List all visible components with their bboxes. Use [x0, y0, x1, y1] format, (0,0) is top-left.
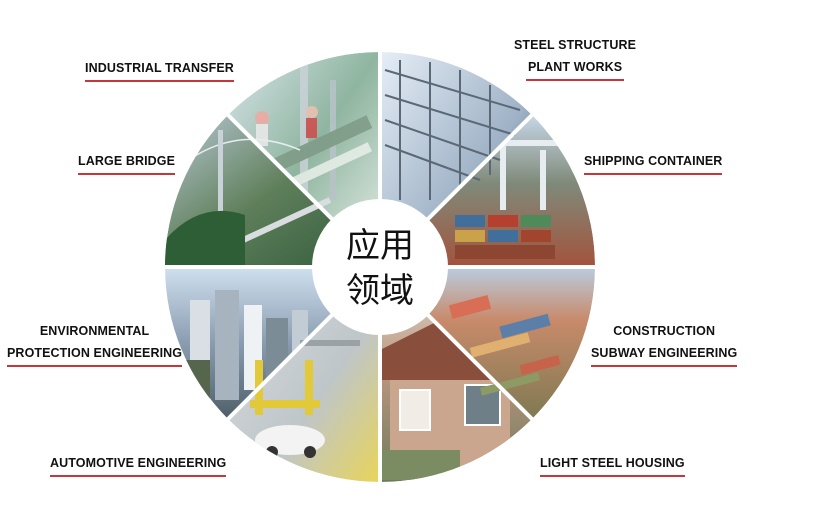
label-underline: [85, 80, 234, 82]
steel-photo-details: [384, 60, 521, 200]
label-underline: [526, 79, 625, 81]
label-text: INDUSTRIAL TRANSFER: [85, 61, 234, 75]
label-underline: [584, 173, 723, 175]
center-circle: [312, 199, 448, 335]
label-text-line1: ENVIRONMENTAL: [39, 324, 150, 338]
site-photo-details: [448, 295, 561, 396]
label-underline: [7, 365, 183, 367]
port-photo-details: [455, 140, 560, 259]
label-text: LARGE BRIDGE: [78, 154, 176, 168]
label-underline: [50, 475, 227, 477]
label-shipping-container: SHIPPING CONTAINER: [584, 150, 723, 175]
label-industrial-transfer: INDUSTRIAL TRANSFER: [85, 57, 234, 82]
wheel-segments: [165, 52, 595, 482]
label-text-line2: SUBWAY ENGINEERING: [591, 346, 738, 360]
label-construction-subway: CONSTRUCTION SUBWAY ENGINEERING: [591, 320, 738, 367]
label-text-line1: CONSTRUCTION: [613, 324, 716, 338]
label-text: LIGHT STEEL HOUSING: [540, 456, 685, 470]
bridge-photo-details: [165, 130, 332, 267]
label-underline: [591, 365, 738, 367]
label-automotive-engineering: AUTOMOTIVE ENGINEERING: [50, 452, 227, 477]
label-text: AUTOMOTIVE ENGINEERING: [50, 456, 227, 470]
label-text-line1: STEEL STRUCTURE: [514, 38, 637, 52]
label-text-line2: PROTECTION ENGINEERING: [7, 346, 183, 360]
label-text: SHIPPING CONTAINER: [584, 154, 723, 168]
label-text-line2: PLANT WORKS: [527, 60, 623, 74]
center-title-line1: 应用: [346, 226, 414, 266]
label-light-steel-housing: LIGHT STEEL HOUSING: [540, 452, 685, 477]
label-large-bridge: LARGE BRIDGE: [78, 150, 176, 175]
label-underline: [540, 475, 685, 477]
label-underline: [78, 173, 176, 175]
label-environmental-protection: ENVIRONMENTAL PROTECTION ENGINEERING: [7, 320, 183, 367]
label-steel-structure: STEEL STRUCTURE PLANT WORKS: [514, 34, 636, 81]
center-title-line2: 领域: [346, 271, 414, 311]
